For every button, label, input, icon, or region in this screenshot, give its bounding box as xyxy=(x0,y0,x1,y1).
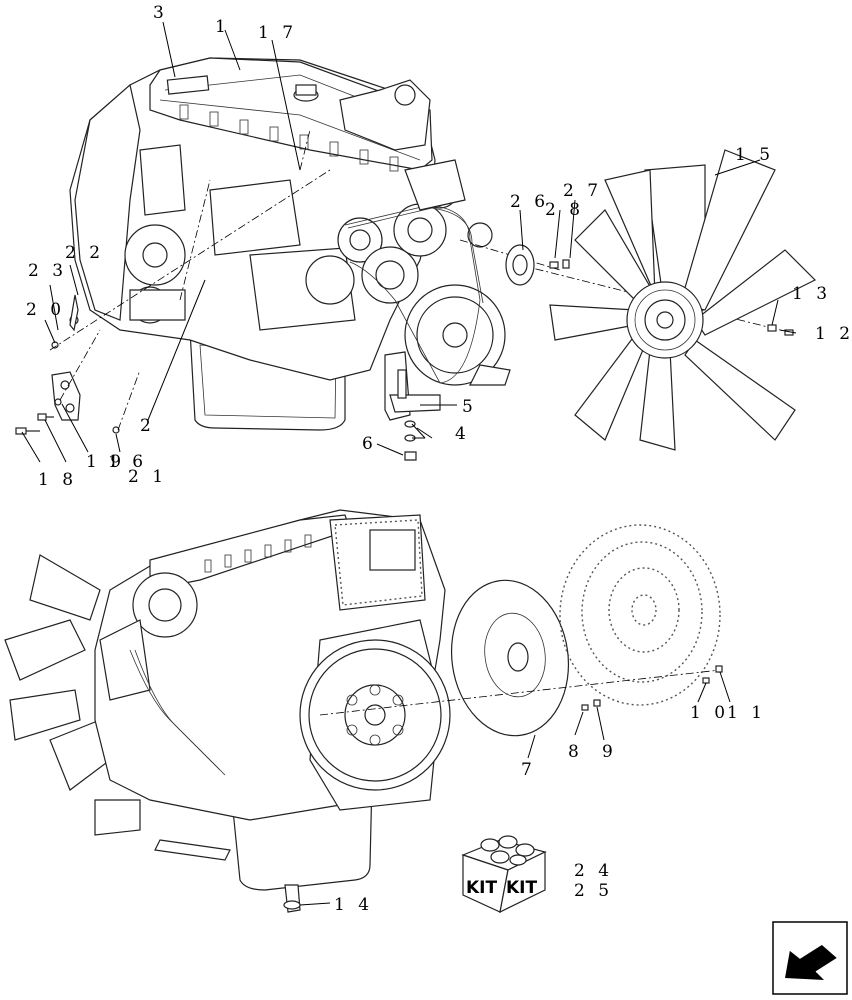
callout-20: 2 0 xyxy=(26,300,65,320)
callout-13: 1 3 xyxy=(792,284,831,304)
callout-10: 1 0 xyxy=(690,703,729,723)
kit-label-left: KIT xyxy=(466,878,497,898)
callout-12: 1 2 xyxy=(815,324,852,344)
callout-18: 1 8 xyxy=(38,470,77,490)
callout-5: 5 xyxy=(462,397,477,417)
arrow-next-icon xyxy=(785,943,840,980)
callout-25: 2 5 xyxy=(574,881,613,901)
callout-15: 1 5 xyxy=(735,145,774,165)
callout-labels: 3 1 1 7 1 5 2 6 2 7 2 8 2 2 2 3 1 3 2 0 … xyxy=(26,3,852,915)
callout-21: 2 1 xyxy=(128,467,167,487)
callout-27: 2 7 xyxy=(563,181,602,201)
callout-4: 4 xyxy=(455,424,470,444)
callout-7: 7 xyxy=(521,760,536,780)
callout-17: 1 7 xyxy=(258,23,297,43)
callout-1: 1 xyxy=(215,17,230,37)
callout-26: 2 6 xyxy=(510,192,549,212)
callout-14: 1 4 xyxy=(334,895,373,915)
callout-28: 2 8 xyxy=(545,200,584,220)
callout-16: 1 6 xyxy=(108,452,147,472)
callout-22: 2 2 xyxy=(65,243,104,263)
callout-9: 9 xyxy=(602,742,617,762)
next-page-button[interactable] xyxy=(772,921,848,995)
leader-lines xyxy=(21,21,797,906)
callout-3: 3 xyxy=(153,3,168,23)
engine-bottom-view xyxy=(4,509,451,913)
kit-box-icon: KIT KIT xyxy=(461,835,547,914)
callout-23: 2 3 xyxy=(28,261,67,281)
engine-top-view xyxy=(15,57,781,461)
kit-label-right: KIT xyxy=(506,878,537,898)
callout-2: 2 xyxy=(140,416,155,436)
callout-24: 2 4 xyxy=(574,861,613,881)
callout-11: 1 1 xyxy=(727,703,766,723)
callout-6: 6 xyxy=(362,434,377,454)
drive-plate-assembly xyxy=(319,524,723,737)
callout-19: 1 9 xyxy=(86,452,125,472)
callout-8: 8 xyxy=(568,742,583,762)
fan-assembly xyxy=(505,149,817,451)
